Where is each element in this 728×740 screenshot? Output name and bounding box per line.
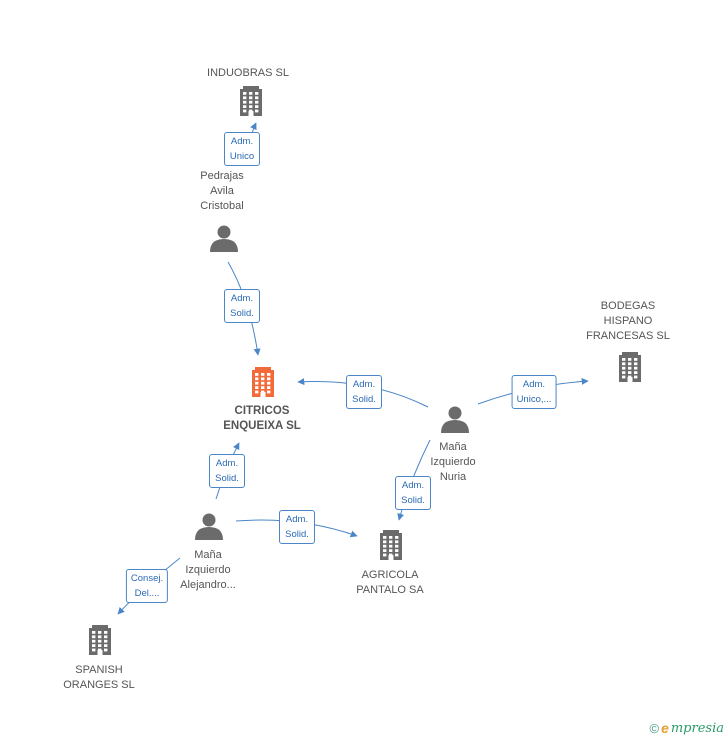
node-label-nuria[interactable]: Maña Izquierdo Nuria xyxy=(430,441,476,483)
node-label-bodegas[interactable]: BODEGAS HISPANO FRANCESAS SL xyxy=(586,300,670,342)
person-icon[interactable] xyxy=(441,406,469,434)
edge-label-alejandro-to-spanish[interactable]: Consej. Del.... xyxy=(125,569,169,603)
edge-label-nuria-to-citricos[interactable]: Adm. Solid. xyxy=(346,375,382,409)
company-building-icon[interactable] xyxy=(89,625,111,655)
edge-label-nuria-to-agricola[interactable]: Adm. Solid. xyxy=(395,476,431,510)
company-building-icon[interactable] xyxy=(619,352,641,382)
node-label-alejandro[interactable]: Maña Izquierdo Alejandro... xyxy=(180,549,236,591)
company-building-icon[interactable] xyxy=(240,86,262,116)
brand-name: mpresia xyxy=(670,720,724,736)
edge-label-alejandro-to-citricos[interactable]: Adm. Solid. xyxy=(209,454,245,488)
node-label-agricola[interactable]: AGRICOLA PANTALO SA xyxy=(356,569,424,596)
node-label-induobras[interactable]: INDUOBRAS SL xyxy=(207,67,289,79)
edge-label-pedrajas-to-citricos[interactable]: Adm. Solid. xyxy=(224,289,260,323)
edge-label-nuria-to-bodegas[interactable]: Adm. Unico,... xyxy=(511,375,557,409)
edge-label-pedrajas-to-induobras[interactable]: Adm. Unico xyxy=(224,132,260,166)
node-label-spanish[interactable]: SPANISH ORANGES SL xyxy=(63,664,135,691)
company-building-icon[interactable] xyxy=(380,530,402,560)
person-icon[interactable] xyxy=(195,513,223,541)
node-label-citricos[interactable]: CITRICOS ENQUEIXA SL xyxy=(223,405,301,432)
main-company-building-icon[interactable] xyxy=(252,367,274,397)
node-label-pedrajas[interactable]: Pedrajas Avila Cristobal xyxy=(200,170,244,212)
edge-label-alejandro-to-agricola[interactable]: Adm. Solid. xyxy=(279,510,315,544)
brand-initial: e xyxy=(661,720,669,736)
copyright-icon: © xyxy=(649,720,660,736)
person-icon[interactable] xyxy=(210,225,238,253)
